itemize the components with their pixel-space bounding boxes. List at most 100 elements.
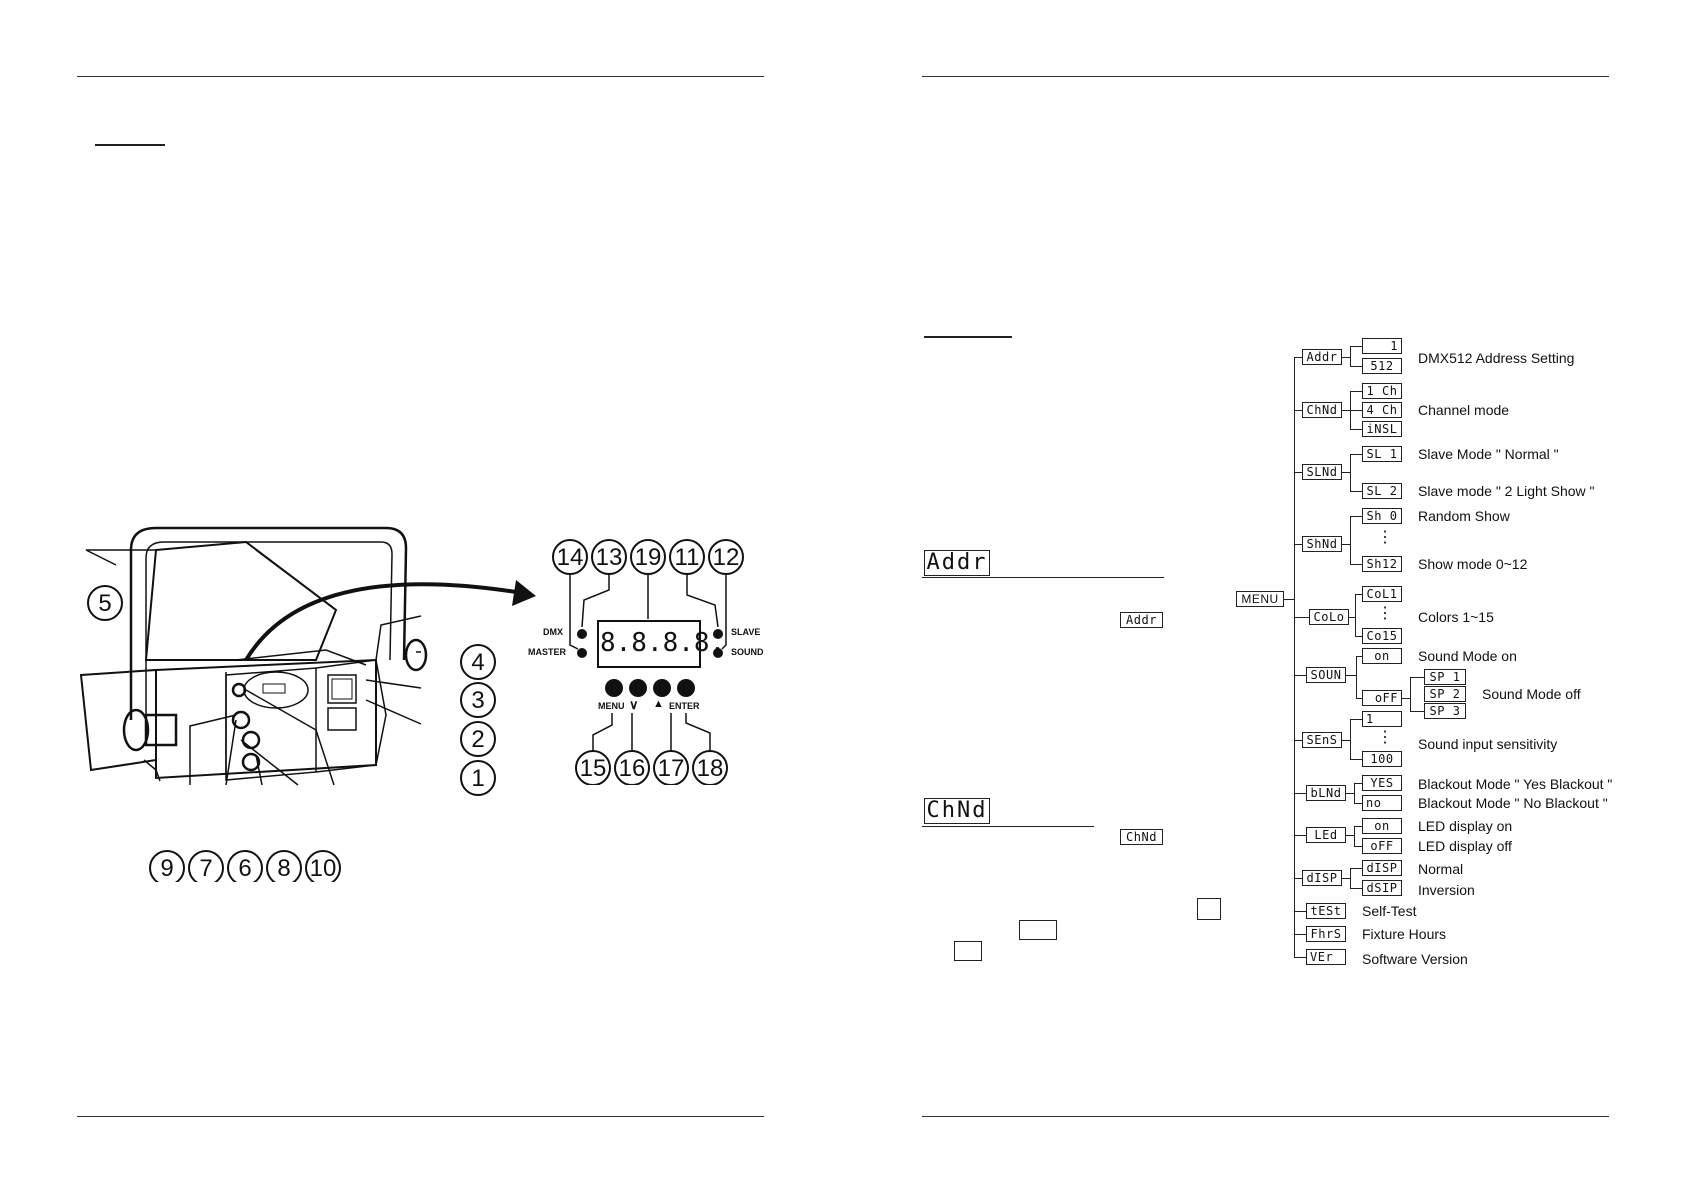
tree-shnd-label1: Random Show [1418, 508, 1510, 524]
tree-shnd-code: ShNd [1302, 536, 1342, 552]
tree-led-sub2: oFF [1362, 838, 1402, 854]
callout-8: 8 [277, 855, 291, 882]
tree-soun-sp1-line [1410, 677, 1424, 678]
callout-13: 13 [595, 544, 623, 571]
tree-blnd-sub1-line [1354, 783, 1362, 784]
tree-led-label2: LED display off [1418, 838, 1512, 854]
tree-slnd-sub2: SL 2 [1362, 483, 1402, 499]
callout-2: 2 [471, 726, 485, 753]
tree-sens-sub1: 1 [1362, 711, 1402, 727]
right-page-bottom-rule [922, 1116, 1609, 1117]
tree-disp-sub2-line [1350, 888, 1362, 889]
tree-branch-fhrs [1294, 934, 1306, 935]
tree-disp-sub1: dISP [1362, 860, 1402, 876]
tree-branch-ver [1294, 957, 1306, 958]
tree-slnd-label2: Slave mode " 2 Light Show " [1418, 483, 1595, 499]
callout-9: 9 [160, 855, 174, 882]
tree-soun-sp3-line [1410, 711, 1424, 712]
tree-sens-label: Sound input sensitivity [1418, 736, 1558, 752]
callout-4: 4 [471, 649, 485, 676]
tree-led-sub1-line [1354, 826, 1362, 827]
menu-tree-trunk [1294, 357, 1295, 957]
tree-addr-code: Addr [1302, 349, 1342, 365]
tree-colo-dots: ⋮ [1377, 605, 1393, 622]
tree-chnd-sub1: 1 Ch [1362, 383, 1402, 399]
tree-addr-label: DMX512 Address Setting [1418, 350, 1575, 366]
tree-led-label1: LED display on [1418, 818, 1513, 834]
tree-soun-label-on: Sound Mode on [1418, 648, 1517, 664]
tree-soun-off-line [1356, 698, 1362, 699]
inline-blank-box-1 [1197, 898, 1221, 920]
fixture-callouts [87, 585, 496, 882]
tree-addr-sub1: 1 [1362, 338, 1402, 354]
tree-branch-test [1294, 911, 1306, 912]
left-page-top-rule [77, 76, 764, 77]
callout-15: 15 [579, 755, 607, 782]
tree-test-label: Self-Test [1362, 903, 1417, 919]
tree-blnd-label1: Blackout Mode " Yes Blackout " [1418, 776, 1613, 792]
tree-shnd-dots: ⋮ [1377, 529, 1393, 546]
inline-chnd-display: ChNd [1120, 829, 1163, 845]
tree-led-fork [1354, 826, 1355, 846]
tree-colo-label: Colors 1~15 [1418, 609, 1494, 625]
tree-addr-sub2-line [1350, 366, 1362, 367]
tree-shnd-fork [1350, 516, 1351, 564]
tree-shnd-sub2-line [1350, 564, 1362, 565]
callout-11: 11 [674, 544, 700, 571]
tree-blnd-label2: Blackout Mode " No Blackout " [1418, 795, 1608, 811]
tree-soun-sub-on: on [1362, 648, 1402, 664]
tree-fhrs-label: Fixture Hours [1362, 926, 1447, 942]
tree-blnd-sub2-line [1354, 803, 1362, 804]
tree-chnd-sub1-line [1350, 391, 1362, 392]
tree-sens-dots: ⋮ [1377, 729, 1393, 746]
section-chnd-display: ChNd [924, 798, 990, 824]
menu-root-box: MENU [1236, 591, 1284, 607]
tree-ver-code: VEr [1306, 949, 1346, 965]
panel-down-arrow-icon: ∨ [629, 697, 639, 712]
tree-slnd-label1: Slave Mode " Normal " [1418, 446, 1559, 462]
tree-slnd-sub1-line [1350, 454, 1362, 455]
tree-soun-sp1: SP 1 [1424, 669, 1466, 685]
tree-branch-sens [1294, 740, 1302, 741]
tree-branch-chnd [1294, 410, 1302, 411]
section-addr-display: Addr [924, 550, 990, 576]
tree-soun-joint [1346, 675, 1356, 676]
tree-disp-code: dISP [1302, 870, 1342, 886]
tree-branch-shnd [1294, 544, 1302, 545]
tree-sens-sub2: 100 [1362, 751, 1402, 767]
tree-chnd-sub2: 4 Ch [1362, 402, 1402, 418]
tree-test-code: tESt [1306, 903, 1346, 919]
callout-1: 1 [471, 765, 485, 792]
tree-colo-code: CoLo [1309, 609, 1349, 625]
tree-addr-fork [1350, 346, 1351, 366]
tree-shnd-sub1-line [1350, 516, 1362, 517]
tree-shnd-label2: Show mode 0~12 [1418, 556, 1528, 572]
tree-branch-blnd [1294, 793, 1306, 794]
tree-addr-joint [1342, 357, 1350, 358]
tree-blnd-fork [1354, 783, 1355, 803]
tree-shnd-sub2: Sh12 [1362, 556, 1402, 572]
callout-12: 12 [712, 544, 740, 571]
tree-addr-sub1-line [1350, 346, 1362, 347]
fixture-illustration [79, 526, 536, 786]
left-heading-underline [95, 144, 165, 146]
callout-5: 5 [98, 590, 112, 617]
tree-fhrs-code: FhrS [1306, 926, 1346, 942]
tree-colo-sub1-line [1355, 594, 1362, 595]
tree-branch-soun [1294, 675, 1306, 676]
tree-slnd-sub1: SL 1 [1362, 446, 1402, 462]
tree-soun-code: SOUN [1306, 667, 1346, 683]
tree-disp-joint [1342, 878, 1350, 879]
tree-shnd-joint [1342, 544, 1350, 545]
tree-ver-label: Software Version [1362, 951, 1468, 967]
tree-soun-sp3: SP 3 [1424, 703, 1466, 719]
tree-chnd-sub3: iNSL [1362, 421, 1402, 437]
callout-7: 7 [199, 855, 213, 882]
callout-18: 18 [696, 755, 724, 782]
tree-disp-sub2: dSIP [1362, 880, 1402, 896]
callout-6: 6 [238, 855, 252, 882]
tree-shnd-sub1: Sh 0 [1362, 508, 1402, 524]
left-page-bottom-rule [77, 1116, 764, 1117]
inline-blank-box-2 [1019, 920, 1057, 940]
tree-branch-disp [1294, 878, 1302, 879]
